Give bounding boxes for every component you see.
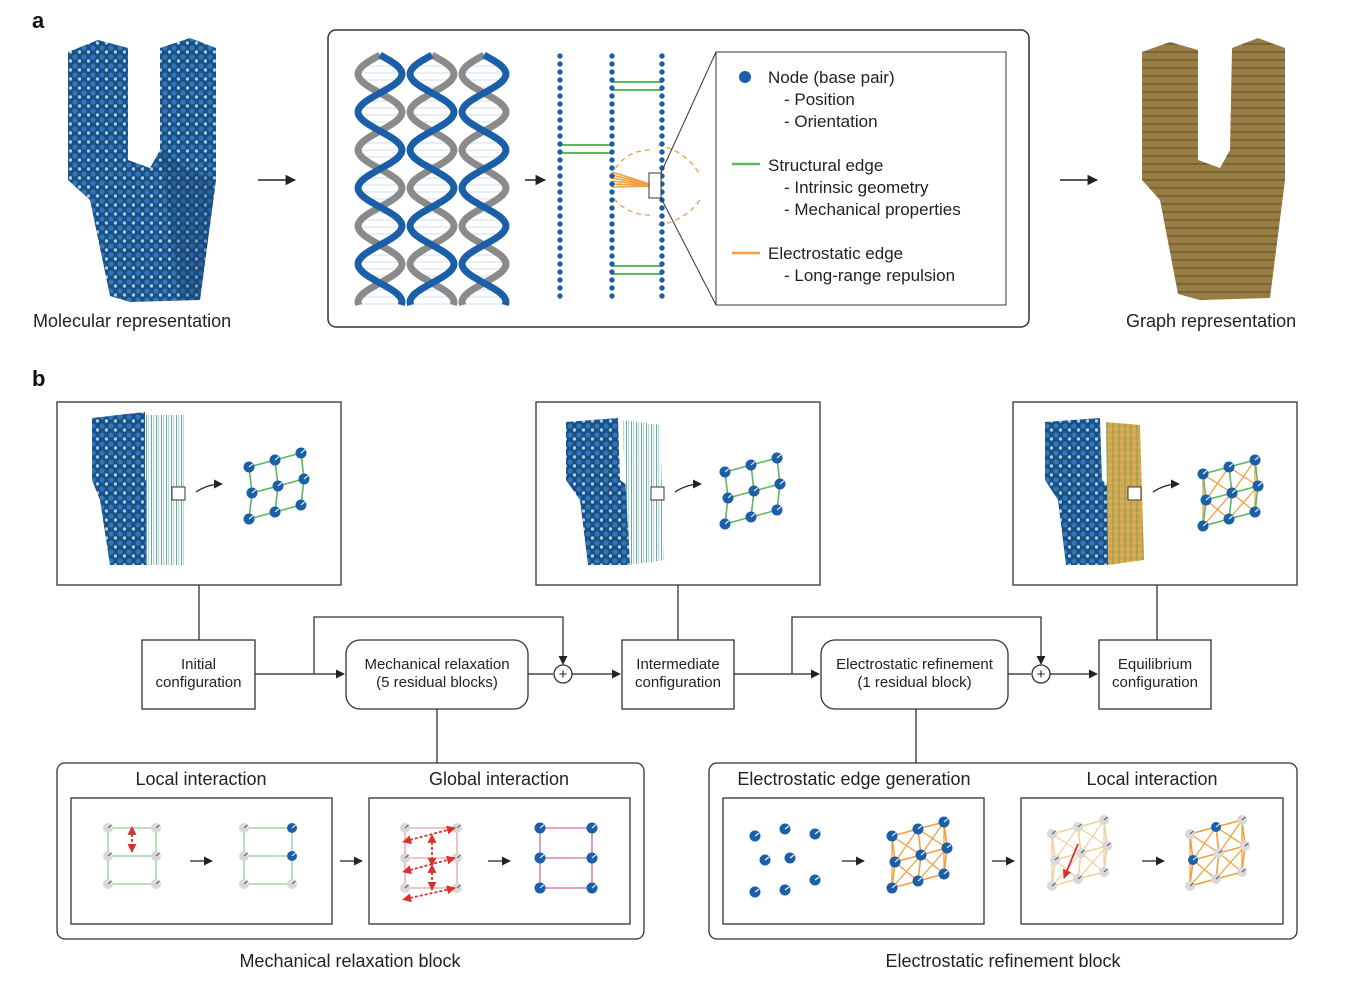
legend-structural-item-2: - Mechanical properties — [784, 200, 961, 219]
initial-configuration-box — [141, 639, 256, 710]
elec-local-before-graph — [1047, 815, 1112, 891]
zoom-arrow-equilibrium — [1152, 479, 1180, 493]
molecular-caption: Molecular representation — [33, 311, 231, 331]
mech-local-before-graph — [103, 823, 161, 889]
mechanical-relaxation-block — [56, 762, 645, 940]
panel-a-label: a — [32, 8, 45, 33]
panel-b-label: b — [32, 366, 45, 391]
plus-sign-1: + — [559, 666, 568, 683]
zoom-arrow-intermediate — [674, 479, 702, 493]
electrostatic-refinement-block — [708, 762, 1298, 940]
residual-connection-2 — [791, 616, 1046, 674]
mech-local-interaction-title: Local interaction — [135, 769, 266, 789]
graph-legend-box — [327, 29, 1030, 328]
residual-connection-1 — [313, 616, 568, 674]
electrostatic-block-caption: Electrostatic refinement block — [885, 951, 1121, 971]
zoom-marker — [648, 172, 662, 199]
initial-structure-image — [92, 412, 186, 565]
legend-electrostatic-title: Electrostatic edge — [768, 244, 903, 263]
mech-global-after-graph — [534, 822, 598, 894]
equilibrium-structure-image — [1045, 418, 1144, 565]
mechanical-block-caption: Mechanical relaxation block — [239, 951, 461, 971]
electrostatic-refinement-line-2: (1 residual block) — [857, 674, 971, 691]
intermediate-graph — [719, 452, 786, 530]
intermediate-config-line-1: Intermediate — [636, 656, 719, 673]
zoom-line-top — [660, 51, 717, 174]
equilibrium-config-line-2: configuration — [1112, 674, 1198, 691]
dna-helices-image — [354, 51, 510, 307]
graph-structure-image — [1142, 38, 1285, 300]
legend-structural-item-1: - Intrinsic geometry — [784, 178, 929, 197]
molecular-structure-image — [68, 38, 216, 302]
equilibrium-config-line-1: Equilibrium — [1118, 656, 1192, 673]
initial-config-line-2: configuration — [156, 674, 242, 691]
legend-panel — [715, 51, 1007, 306]
legend-node-item-1: - Position — [784, 90, 855, 109]
intermediate-config-line-2: configuration — [635, 674, 721, 691]
mech-local-after-graph — [239, 823, 297, 889]
intermediate-structure-image — [566, 418, 665, 565]
elec-local-after-graph — [1185, 815, 1250, 891]
electrostatic-refinement-line-1: Electrostatic refinement — [836, 656, 994, 673]
legend-node-item-2: - Orientation — [784, 112, 878, 131]
initial-config-line-1: Initial — [181, 656, 216, 673]
elec-generation-before-graph — [749, 823, 821, 898]
mechanical-relaxation-line-2: (5 residual blocks) — [376, 674, 498, 691]
equilibrium-configuration-box — [1098, 639, 1212, 710]
node-chain-diagram — [557, 53, 701, 299]
mech-global-before-graph — [400, 823, 462, 903]
initial-graph — [243, 447, 310, 525]
node-legend-icon — [739, 71, 751, 83]
elec-local-interaction-title: Local interaction — [1086, 769, 1217, 789]
elec-edge-generation-title: Electrostatic edge generation — [737, 769, 970, 789]
mechanical-relaxation-line-1: Mechanical relaxation — [364, 656, 509, 673]
legend-node-title: Node (base pair) — [768, 68, 895, 87]
graph-caption: Graph representation — [1126, 311, 1296, 331]
equilibrium-graph — [1197, 454, 1264, 532]
legend-electrostatic-item-1: - Long-range repulsion — [784, 266, 955, 285]
elec-generation-after-graph — [886, 816, 953, 894]
legend-structural-title: Structural edge — [768, 156, 883, 175]
mech-global-interaction-title: Global interaction — [429, 769, 569, 789]
zoom-line-bottom — [660, 197, 717, 306]
zoom-arrow-initial — [195, 479, 223, 493]
plus-sign-2: + — [1037, 666, 1046, 683]
